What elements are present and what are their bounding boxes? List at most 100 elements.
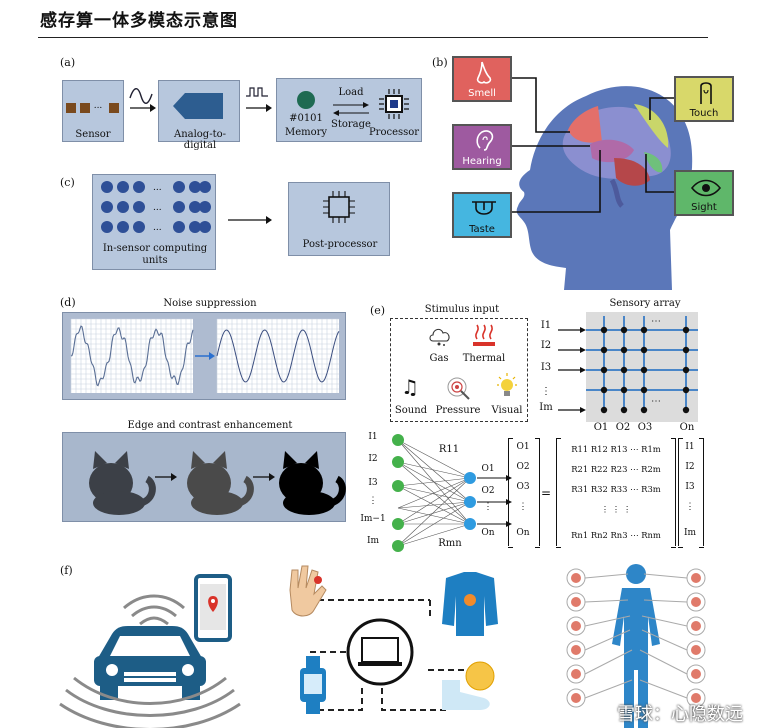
network-input-label: I1 bbox=[368, 432, 378, 442]
panel-c-label: (c) bbox=[60, 176, 75, 189]
dots: ... bbox=[153, 223, 162, 233]
output-neuron bbox=[464, 472, 476, 484]
array-output-label: O3 bbox=[637, 422, 653, 433]
panel-f-label: (f) bbox=[60, 564, 73, 577]
analog-wave-icon bbox=[129, 88, 153, 104]
array-input-label: Im bbox=[539, 402, 553, 413]
computing-unit bbox=[133, 181, 145, 193]
post-processor-chip-icon bbox=[323, 191, 355, 223]
page-title: 感存算一体多模态示意图 bbox=[40, 11, 238, 31]
memory-processor-box: #0101 Memory Load Storage Processor bbox=[276, 78, 422, 142]
sensor-pixel-icon bbox=[80, 103, 90, 113]
sound-label: Sound bbox=[394, 405, 428, 416]
network-output-label: ⋮ bbox=[483, 502, 493, 512]
array-node bbox=[600, 386, 608, 394]
array-node bbox=[682, 366, 690, 374]
output-vector bbox=[508, 438, 540, 548]
clean-signal-plot bbox=[216, 318, 340, 393]
panel-e-label: (e) bbox=[370, 304, 386, 317]
smell-label: Smell bbox=[468, 88, 496, 99]
processor-chip-icon bbox=[379, 89, 409, 119]
computing-unit bbox=[189, 201, 201, 213]
arrow-icon bbox=[130, 104, 156, 112]
insensor-label: In-sensor computing bbox=[102, 243, 208, 254]
array-node bbox=[640, 346, 648, 354]
computing-unit bbox=[173, 181, 185, 193]
output-neuron bbox=[464, 518, 476, 530]
computing-unit bbox=[117, 201, 129, 213]
matrix-row: R21 R22 R23 ⋯ R2m bbox=[571, 464, 661, 474]
computing-unit bbox=[189, 181, 201, 193]
output-vector-entry: O2 bbox=[516, 462, 530, 472]
network-input-label: I2 bbox=[368, 454, 378, 464]
sensor-dots: ... bbox=[93, 101, 103, 111]
array-output-node bbox=[682, 406, 690, 414]
computing-unit bbox=[173, 221, 185, 233]
finger-icon bbox=[700, 82, 712, 104]
array-node bbox=[600, 326, 608, 334]
memory-label: Memory bbox=[284, 127, 328, 138]
computing-unit bbox=[133, 221, 145, 233]
array-node bbox=[640, 366, 648, 374]
gas-icon bbox=[429, 328, 450, 346]
input-vector-entry: I1 bbox=[685, 442, 695, 452]
noise-panel bbox=[62, 312, 346, 400]
thermal-icon bbox=[473, 324, 495, 346]
sensor-pixel-icon bbox=[109, 103, 119, 113]
computing-unit bbox=[133, 201, 145, 213]
touch-label: Touch bbox=[689, 108, 719, 119]
computing-unit bbox=[101, 181, 113, 193]
tongue-icon bbox=[472, 201, 496, 215]
array-output-label: O1 bbox=[593, 422, 609, 433]
hearing-label: Hearing bbox=[462, 156, 502, 167]
memory-code: #0101 bbox=[289, 113, 323, 124]
matrix-row: ⋮ ⋮ ⋮ bbox=[600, 504, 632, 514]
computing-unit bbox=[199, 201, 211, 213]
signal-trace bbox=[216, 329, 340, 383]
smell-box: Smell bbox=[452, 56, 512, 102]
title-rule bbox=[38, 37, 708, 38]
output-neuron bbox=[464, 496, 476, 508]
array-input-label: I2 bbox=[540, 340, 552, 351]
sight-label: Sight bbox=[691, 202, 717, 213]
matrix-row: R11 R12 R13 ⋯ R1m bbox=[571, 444, 661, 454]
computing-unit bbox=[117, 221, 129, 233]
dots: ⋯ bbox=[651, 396, 661, 407]
input-neuron bbox=[392, 518, 404, 530]
hearing-box: Hearing bbox=[452, 124, 512, 170]
signal-trace bbox=[70, 325, 194, 387]
array-node bbox=[640, 326, 648, 334]
input-neuron bbox=[392, 456, 404, 468]
taste-label: Taste bbox=[469, 224, 495, 235]
r11-label: R11 bbox=[438, 444, 460, 455]
output-vector-entry: O3 bbox=[516, 482, 530, 492]
ear-icon bbox=[476, 130, 494, 151]
arrow-icon bbox=[246, 104, 272, 112]
arrow-icon bbox=[228, 216, 272, 224]
array-input-label: I1 bbox=[540, 320, 552, 331]
taste-box: Taste bbox=[452, 192, 512, 238]
computing-unit bbox=[199, 181, 211, 193]
matrix-row: R31 R32 R33 ⋯ R3m bbox=[571, 484, 661, 494]
music-note-icon: ♫ bbox=[401, 375, 419, 399]
panel-a-label: (a) bbox=[60, 56, 76, 69]
adc-label: Analog-to-digital bbox=[173, 129, 227, 151]
post-processor-box: Post-processor bbox=[288, 182, 390, 256]
output-vector-entry: O1 bbox=[516, 442, 530, 452]
pressure-icon bbox=[447, 377, 470, 400]
edge-enhancement-label: Edge and contrast enhancement bbox=[127, 420, 293, 431]
noisy-signal-plot bbox=[70, 318, 194, 393]
sensor-pixel-icon bbox=[66, 103, 76, 113]
dots: ... bbox=[153, 183, 162, 193]
stimulus-box: Gas Thermal ♫ Sound Pressure Visual bbox=[390, 318, 528, 422]
sense-connector-lines bbox=[512, 77, 674, 213]
input-vector-entry: I3 bbox=[685, 482, 695, 492]
computing-unit bbox=[173, 201, 185, 213]
human-body-scene bbox=[566, 564, 706, 728]
processor-label: Processor bbox=[368, 127, 420, 138]
network-input-label: Im−1 bbox=[360, 514, 386, 524]
pressure-label: Pressure bbox=[435, 405, 481, 416]
network-input-label: Im bbox=[366, 536, 380, 546]
output-vector-entry: On bbox=[516, 528, 530, 538]
visual-label: Visual bbox=[491, 405, 523, 416]
